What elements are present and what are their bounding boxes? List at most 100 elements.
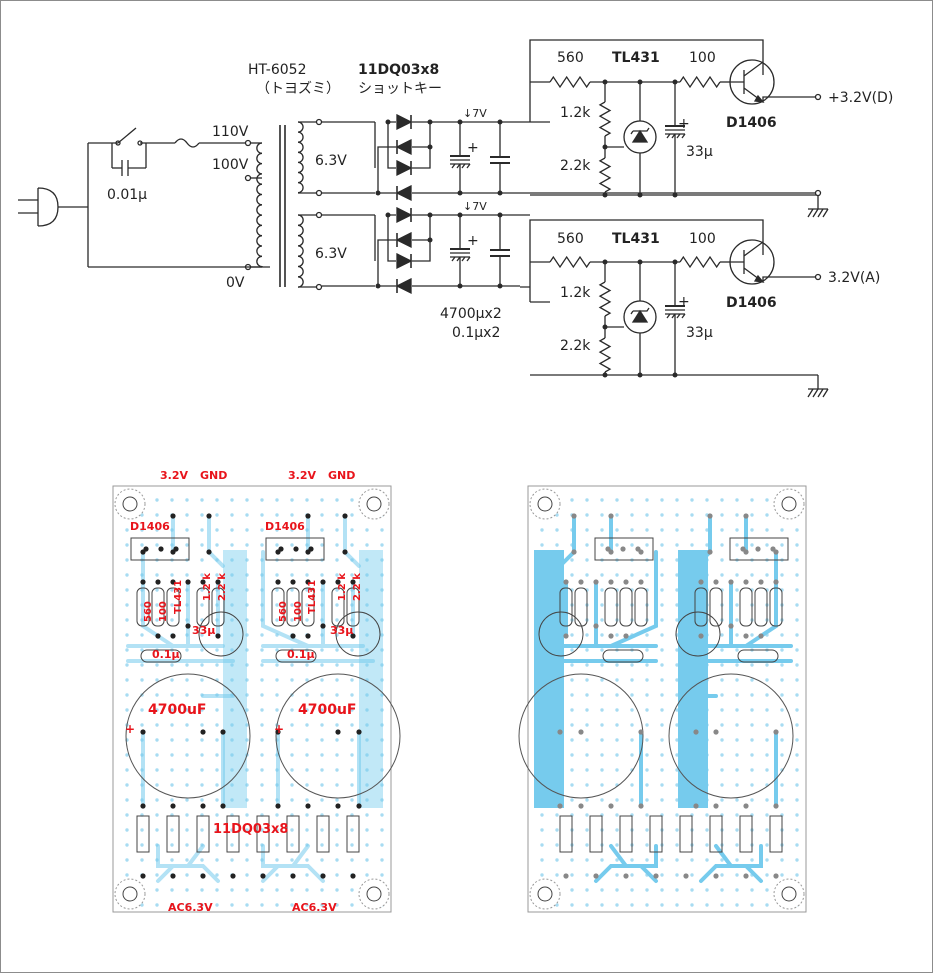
lower-cap-plus: +	[678, 294, 690, 310]
junction-dot	[457, 212, 463, 218]
resistor-icon	[598, 101, 612, 137]
schematic-wires	[18, 39, 829, 398]
junction-dot	[457, 283, 463, 289]
resistor-icon	[679, 255, 721, 269]
junction-dot	[497, 119, 503, 125]
junction-dot	[427, 237, 433, 243]
upper-transistor: D1406	[726, 115, 777, 131]
output-terminal	[814, 273, 822, 281]
resistor-icon	[549, 75, 591, 89]
diode-part: 11DQ03x8	[358, 62, 439, 78]
junction-dot	[602, 144, 608, 150]
power-switch-icon	[117, 127, 137, 144]
upper-r-base: 100	[689, 50, 716, 66]
junction-dot	[637, 192, 643, 198]
diode-icon	[396, 159, 413, 177]
resistor-icon	[679, 75, 721, 89]
lower-transistor: D1406	[726, 295, 777, 311]
junction-dot	[427, 212, 433, 218]
transformer-model: HT-6052	[248, 62, 306, 78]
diode-icon	[395, 184, 412, 202]
rail-voltage-lower: ↓7V	[463, 200, 487, 213]
lower-regulator: TL431	[612, 231, 660, 247]
lower-cap: 33μ	[686, 325, 713, 341]
junction-dot	[637, 372, 643, 378]
secondary-upper-label: 6.3V	[315, 153, 347, 169]
ground-terminal	[814, 189, 822, 197]
filter-cap-label: 4700μx2	[440, 306, 502, 322]
bridge-rectifier	[322, 206, 530, 295]
tap-100-label: 100V	[212, 157, 249, 173]
lower-r-top: 1.2k	[560, 285, 591, 301]
diode-type: ショットキー	[358, 81, 442, 97]
junction-dot	[672, 372, 678, 378]
junction-dot	[497, 212, 503, 218]
lower-r-base: 100	[689, 231, 716, 247]
junction-dot	[602, 79, 608, 85]
junction-dot	[457, 119, 463, 125]
bypass-cap-icon	[490, 249, 510, 257]
ground-icon	[807, 375, 829, 398]
upper-cap: 33μ	[686, 144, 713, 160]
regulator-stage	[529, 39, 829, 218]
upper-output: +3.2V(D)	[828, 90, 893, 106]
resistor-icon	[598, 281, 612, 317]
junction-dot	[672, 192, 678, 198]
junction-dot	[672, 79, 678, 85]
lower-filter-plus: +	[467, 233, 479, 249]
switch-cap-label: 0.01μ	[107, 187, 147, 203]
tap-110-label: 110V	[212, 124, 249, 140]
junction-dot	[637, 259, 643, 265]
junction-dot	[385, 212, 391, 218]
junction-dot	[602, 192, 608, 198]
upper-cap-plus: +	[678, 116, 690, 132]
resistor-icon	[598, 337, 612, 373]
bypass-cap-icon	[490, 156, 510, 164]
circuit-schematic: HT-6052 （トヨズミ） 11DQ03x8 ショットキー 110V 100V…	[18, 39, 893, 398]
resistor-icon	[598, 157, 612, 193]
regulator-stage	[529, 219, 829, 398]
lower-r-bottom: 2.2k	[560, 338, 591, 354]
lower-r-series: 560	[557, 231, 584, 247]
upper-filter-plus: +	[467, 140, 479, 156]
fuse-icon	[174, 138, 200, 148]
transformer-primary-icon	[256, 142, 263, 268]
junction-dot	[602, 259, 608, 265]
transformer-maker: （トヨズミ）	[256, 81, 340, 97]
junction-dot	[385, 119, 391, 125]
upper-r-bottom: 2.2k	[560, 158, 591, 174]
junction-dot	[497, 283, 503, 289]
transformer-secondary-upper-icon	[297, 121, 304, 194]
diode-icon	[395, 138, 412, 156]
upper-r-series: 560	[557, 50, 584, 66]
junction-dot	[497, 190, 503, 196]
bridge-rectifier	[322, 113, 530, 202]
diode-icon	[395, 277, 412, 295]
power-plug-icon	[37, 187, 59, 227]
rail-voltage-upper: ↓7V	[463, 107, 487, 120]
diode-icon	[396, 206, 413, 224]
diode-icon	[396, 252, 413, 270]
junction-dot	[375, 190, 381, 196]
junction-dot	[602, 324, 608, 330]
upper-regulator: TL431	[612, 50, 660, 66]
secondary-lower-label: 6.3V	[315, 246, 347, 262]
diode-icon	[395, 231, 412, 249]
junction-dot	[602, 372, 608, 378]
junction-dot	[427, 144, 433, 150]
resistor-icon	[549, 255, 591, 269]
ground-icon	[807, 195, 829, 218]
diode-icon	[396, 113, 413, 131]
tap-0-label: 0V	[226, 275, 245, 291]
junction-dot	[672, 259, 678, 265]
junction-dot	[427, 119, 433, 125]
transformer-secondary-lower-icon	[297, 214, 304, 288]
schematic-labels: HT-6052 （トヨズミ） 11DQ03x8 ショットキー 110V 100V…	[107, 50, 893, 354]
junction-dot	[457, 190, 463, 196]
bypass-cap-label: 0.1μx2	[452, 325, 500, 341]
lower-output: 3.2V(A)	[828, 270, 880, 286]
junction-dot	[637, 79, 643, 85]
upper-r-top: 1.2k	[560, 105, 591, 121]
output-terminal	[814, 93, 822, 101]
junction-dot	[375, 283, 381, 289]
